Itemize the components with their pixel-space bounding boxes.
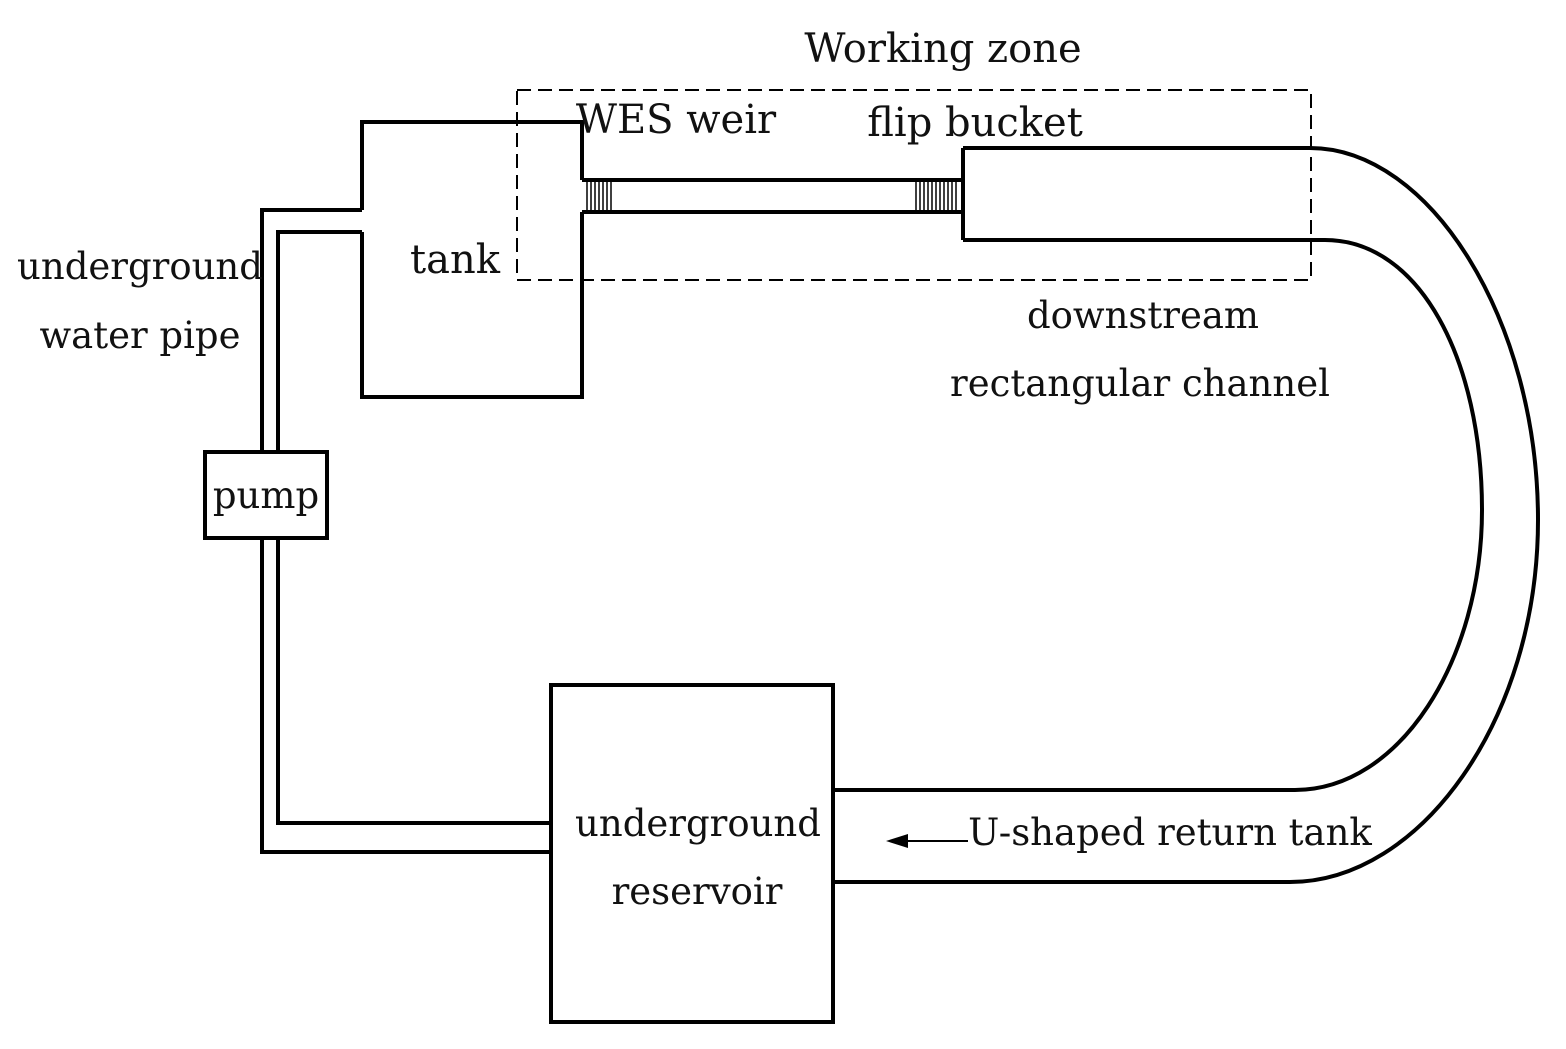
flip-bucket-hatch	[915, 180, 957, 212]
underground-water-pipe-label-line2: water pipe	[39, 314, 240, 357]
flume	[582, 178, 963, 214]
underground-reservoir	[549, 683, 835, 1024]
reservoir-label-line1: underground	[575, 802, 821, 845]
underground-water-pipe-label-line1: underground	[17, 245, 263, 288]
wes-weir-hatch	[586, 180, 612, 212]
pump-label: pump	[213, 474, 319, 517]
flow-arrow-icon	[886, 834, 968, 848]
working-zone-boundary	[516, 89, 1312, 281]
head-tank	[360, 120, 584, 399]
downstream-channel-label-line1: downstream	[1027, 294, 1259, 337]
downstream-channel-and-return	[833, 146, 1541, 884]
downstream-channel-label-line2: rectangular channel	[950, 362, 1330, 405]
tank-label: tank	[410, 237, 501, 283]
wes-weir-label: WES weir	[576, 97, 777, 143]
working-zone-label: Working zone	[804, 26, 1081, 72]
u-shaped-return-tank-label: U-shaped return tank	[968, 811, 1372, 854]
pump-box	[203, 450, 329, 540]
reservoir-label-line2: reservoir	[612, 870, 783, 913]
flip-bucket-label: flip bucket	[867, 100, 1083, 146]
